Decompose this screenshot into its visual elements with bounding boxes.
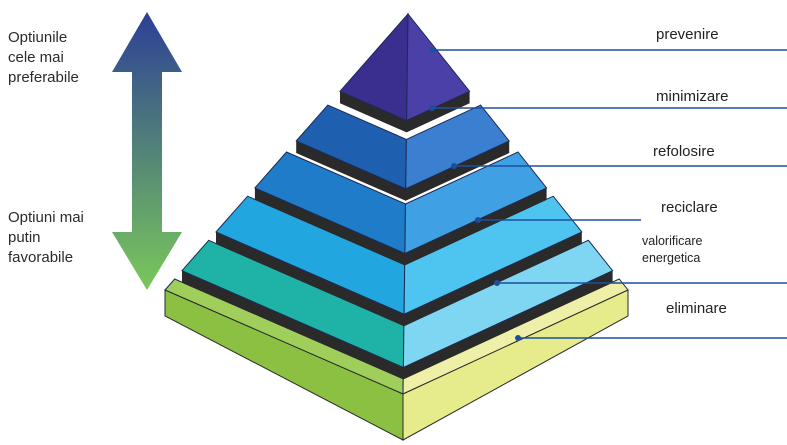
leader-dot-prevenire (429, 47, 435, 53)
layer-rim-prevenire (340, 91, 470, 133)
layer-rim-minimizare (296, 141, 510, 201)
level-label-prevenire: prevenire (656, 26, 719, 43)
least-favorable-label: Optiuni mai putin favorabile (8, 209, 84, 266)
layer-right-face-refolosire (404, 151, 548, 255)
most-preferable-label: Optiunile cele mai preferabile (8, 29, 79, 86)
leader-lines (429, 47, 787, 341)
base-right-side (402, 289, 629, 441)
leader-dot-reciclare (475, 217, 481, 223)
layer-right-face-prevenire (406, 12, 471, 122)
leader-dot-eliminare (515, 335, 521, 341)
level-label-reciclare: reciclare (661, 199, 718, 216)
preference-arrow-icon (112, 12, 182, 290)
level-label-eliminare: eliminare (666, 300, 727, 317)
leader-dot-minimizare (429, 105, 435, 111)
pyramid-layers (164, 12, 629, 441)
leader-dot-valorificare-energetica (494, 280, 500, 286)
level-label-refolosire: refolosire (653, 143, 715, 160)
layer-rim-refolosire (254, 187, 547, 266)
level-label-minimizare: minimizare (656, 88, 729, 105)
layer-right-face-minimizare (405, 104, 510, 190)
level-label-valorificare-energetica: valorificare energetica (642, 234, 703, 265)
leader-dot-refolosire (451, 163, 457, 169)
